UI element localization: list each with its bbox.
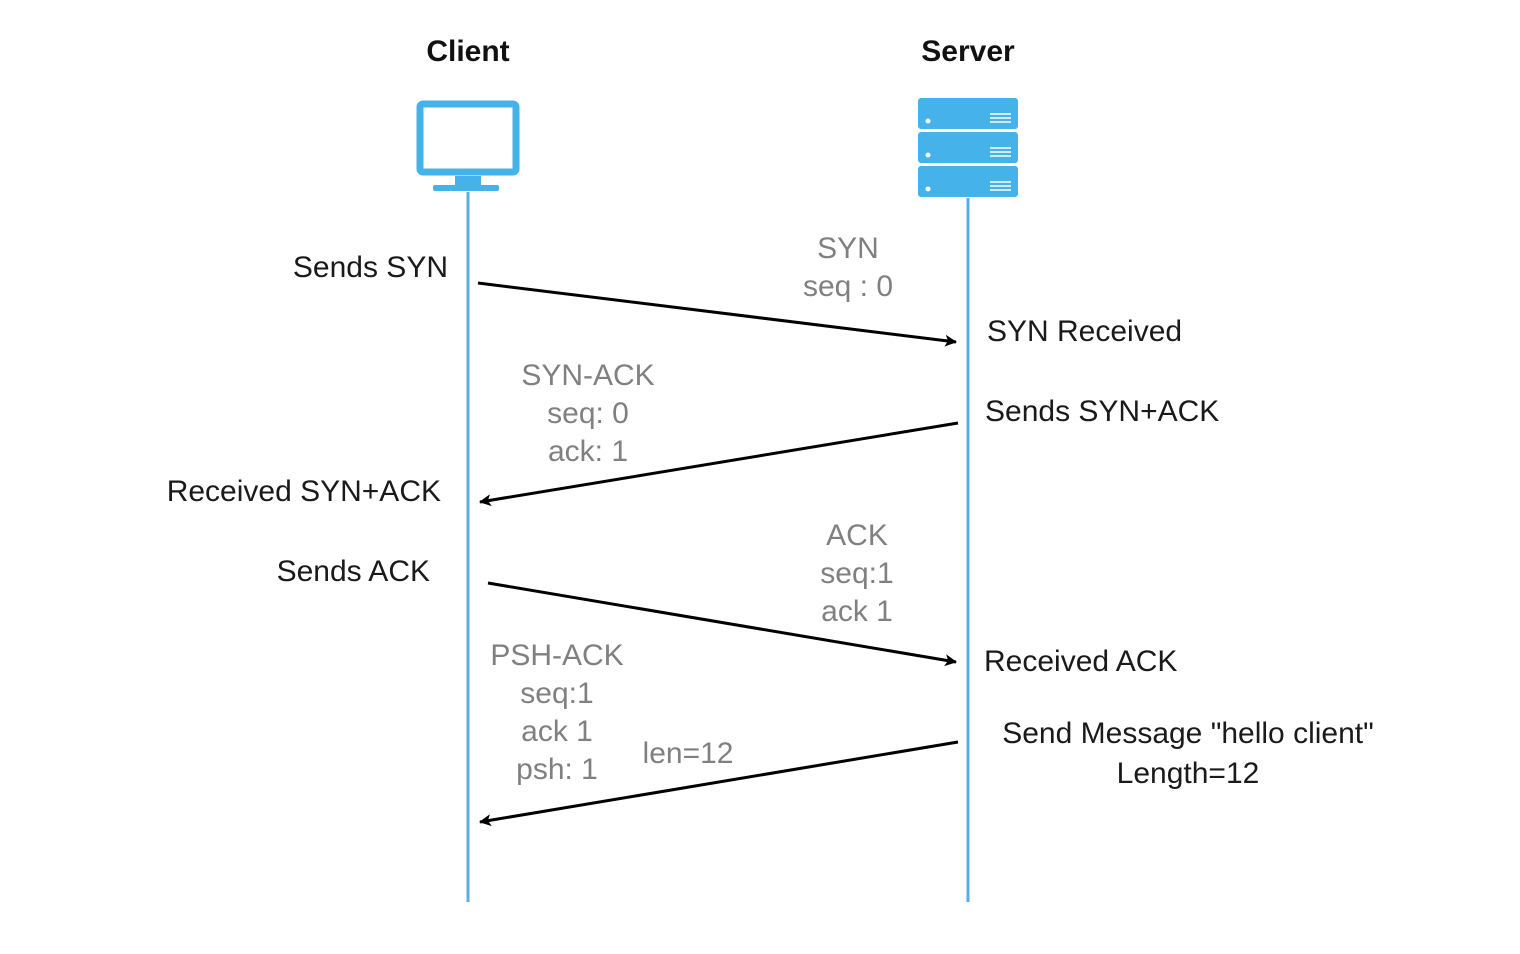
message-psh-ack-label: PSH-ACK seq:1 ack 1 psh: 1 [490, 637, 623, 789]
syn-ack-arrow [479, 421, 959, 507]
event-sends-syn: Sends SYN [292, 251, 448, 284]
message-syn-line-1: SYN [817, 232, 879, 265]
psh-ack-arrow [479, 740, 959, 827]
message-psh-ack-length: len=12 [642, 737, 734, 770]
message-ack-line-2: seq:1 [820, 557, 894, 590]
message-psh-ack-line-4: psh: 1 [516, 753, 598, 786]
event-syn-received: SYN Received [987, 315, 1183, 348]
monitor-icon [416, 100, 520, 191]
event-send-message-line-1: Send Message "hello client" [1002, 717, 1374, 750]
event-sends-ack: Sends ACK [276, 555, 430, 588]
message-psh-ack-line-3: ack 1 [521, 715, 593, 748]
message-ack-label: ACK seq:1 ack 1 [820, 517, 893, 631]
event-received-ack: Received ACK [984, 645, 1178, 678]
event-send-message-line-2: Length=12 [1116, 757, 1260, 790]
server-title: Server [921, 35, 1015, 68]
message-ack-line-1: ACK [826, 519, 888, 552]
message-syn-line-2: seq : 0 [802, 270, 894, 303]
message-syn-label: SYN seq : 0 [803, 230, 893, 306]
message-syn-ack-label: SYN-ACK seq: 0 ack: 1 [521, 357, 654, 471]
event-sends-syn-ack: Sends SYN+ACK [985, 395, 1220, 428]
client-title: Client [426, 35, 510, 68]
message-psh-ack-line-2: seq:1 [520, 677, 594, 710]
event-send-message: Send Message "hello client" Length=12 [1002, 714, 1374, 794]
ack-arrow [487, 581, 957, 667]
message-syn-ack-line-1: SYN-ACK [521, 359, 655, 392]
message-syn-ack-line-2: seq: 0 [547, 397, 629, 430]
event-received-syn-ack: Received SYN+ACK [166, 475, 441, 508]
message-psh-ack-line-1: PSH-ACK [490, 639, 624, 672]
syn-arrow [477, 281, 957, 347]
message-ack-line-3: ack 1 [821, 595, 893, 628]
server-rack-icon [918, 98, 1018, 197]
message-syn-ack-line-3: ack: 1 [547, 435, 629, 468]
